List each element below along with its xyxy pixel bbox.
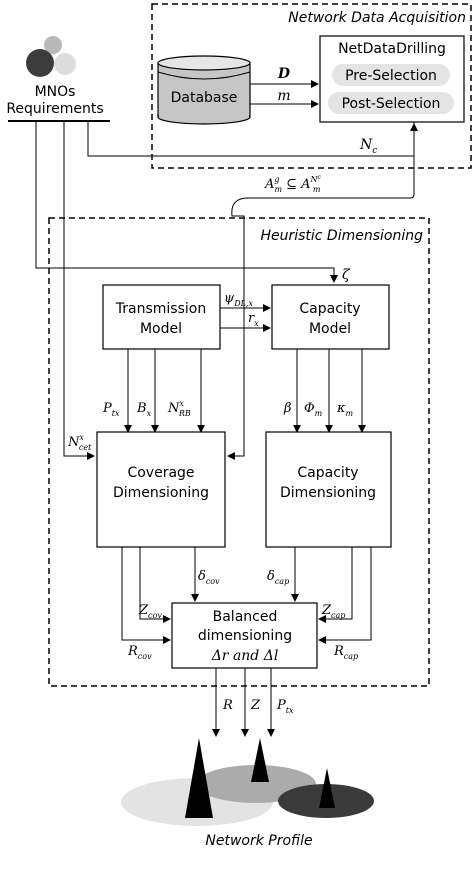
network-profile-label: Network Profile (205, 833, 312, 849)
dcap-label: δcap (267, 569, 289, 586)
capacity-model-label-line2: Model (309, 321, 351, 337)
capacity-dimensioning-box (265, 431, 392, 548)
zeta-label: ζ (342, 267, 351, 283)
acquisition-frame (151, 3, 472, 169)
zcov-line (139, 547, 171, 623)
network-profile-illustration (121, 738, 374, 826)
balanced-label-line2: dimensioning (198, 628, 292, 644)
phi-label: Φm (304, 401, 323, 418)
balanced-label-line3: Δr and Δl (211, 648, 279, 664)
rcap-label: Rcap (333, 644, 358, 661)
rcap-line (318, 547, 372, 644)
ptx-label: Ptx (102, 401, 120, 418)
z-output-label: Z (250, 698, 261, 713)
nc-label: Nc (359, 137, 377, 156)
transmission-label-line2: Model (140, 321, 182, 337)
m-label: m (277, 88, 290, 104)
database-cylinder (157, 55, 251, 125)
zcap-line (318, 547, 353, 623)
zcov-label: Zcov (138, 603, 162, 620)
rx-label: rx (248, 311, 259, 328)
beta-label: β (283, 401, 292, 416)
ptx-output-label: Ptx (276, 698, 294, 715)
ncet-line (63, 121, 95, 460)
mno-icon (26, 36, 76, 77)
bx-label: Bx (136, 401, 152, 418)
netdatadrilling-label: NetDataDrilling (338, 41, 446, 57)
balanced-label-line1: Balanced (213, 609, 278, 625)
database-label: Database (171, 90, 238, 106)
psi-label: ψDL,x (224, 291, 253, 308)
transmission-model-box (102, 284, 221, 350)
rcov-label: Rcov (127, 644, 152, 661)
mno-label-line2: Requirements (6, 101, 103, 117)
mno-label-line1: MNOs (35, 84, 76, 100)
balanced-dimensioning-box (171, 602, 318, 669)
capacity-dim-label-line2: Dimensioning (280, 485, 376, 501)
transmission-label-line1: Transmission (115, 301, 206, 317)
zeta-line (35, 121, 338, 283)
r-output-label: R (222, 698, 233, 713)
coverage-dim-label-line2: Dimensioning (113, 485, 209, 501)
acquisition-output-line (227, 122, 415, 460)
heuristic-title: Heuristic Dimensioning (260, 228, 423, 244)
pre-selection-pill (332, 64, 450, 86)
post-selection-pill (328, 92, 454, 114)
coverage-dimensioning-box (96, 431, 226, 548)
zcap-label: Zcap (321, 603, 345, 620)
d-label: D (277, 66, 291, 82)
dcov-label: δcov (198, 569, 220, 586)
pre-selection-label: Pre-Selection (345, 68, 437, 84)
heuristic-frame (48, 217, 430, 687)
rcov-line (121, 547, 171, 644)
post-selection-label: Post-Selection (342, 96, 441, 112)
capacity-model-box (271, 284, 390, 350)
coverage-dim-label-line1: Coverage (127, 465, 194, 481)
capacity-dim-label-line1: Capacity (297, 465, 358, 481)
acquisition-title: Network Data Acquisition (288, 10, 466, 26)
capacity-model-label-line1: Capacity (299, 301, 360, 317)
kappa-label: κm (336, 401, 354, 418)
